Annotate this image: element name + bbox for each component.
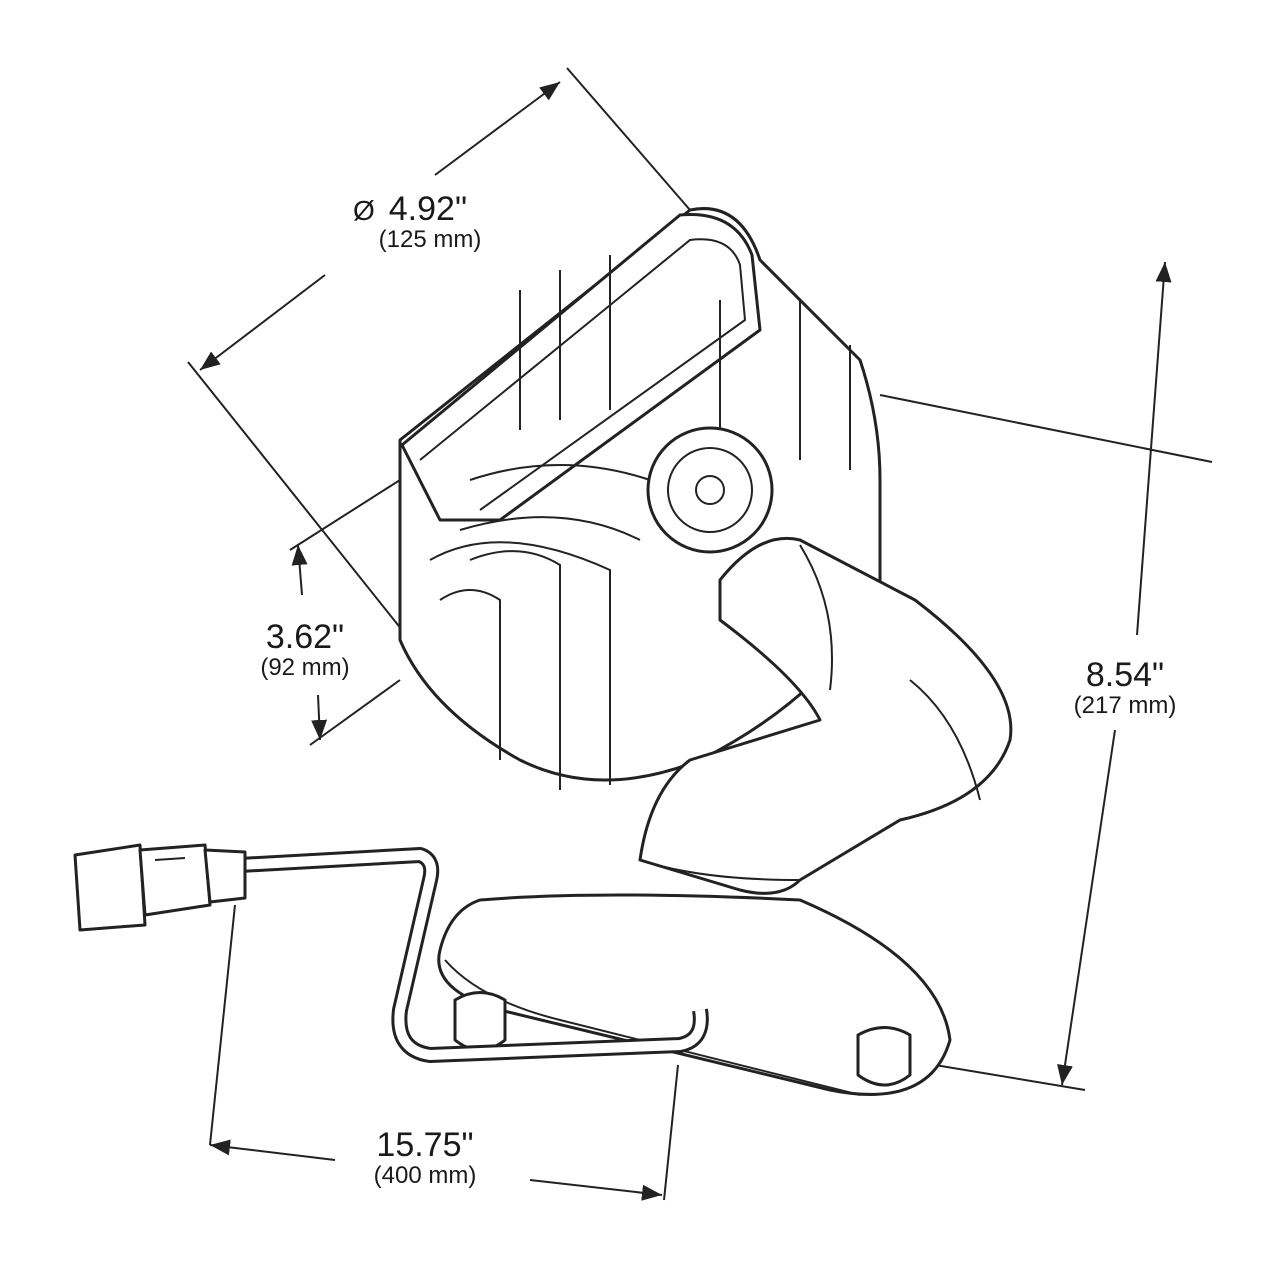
height-dimension-lines (879, 261, 1213, 1091)
cable (239, 847, 709, 1063)
height-metric: (217 mm) (1073, 692, 1177, 719)
cable-dimension-lines (209, 904, 679, 1201)
depth-metric: (92 mm) (260, 654, 350, 681)
diameter-dimension-lines (187, 67, 691, 631)
diameter-imperial: 4.92" (388, 190, 468, 228)
cooling-fins (429, 255, 851, 790)
mounting-base (437, 893, 952, 1096)
height-label: 8.54" (217 mm) (1045, 658, 1205, 718)
nut-right (856, 1026, 912, 1087)
cable-metric: (400 mm) (373, 1162, 477, 1189)
depth-dimension-lines (289, 479, 401, 746)
diameter-symbol: Ø (352, 195, 375, 226)
height-imperial: 8.54" (1085, 656, 1165, 694)
diameter-metric: (125 mm) (378, 226, 482, 253)
connector (73, 843, 247, 932)
mount-arm (638, 536, 1013, 895)
depth-imperial: 3.62" (265, 618, 345, 656)
nut-left (453, 991, 507, 1052)
depth-label: 3.62" (92 mm) (225, 620, 385, 680)
mount-boss (646, 426, 774, 554)
cable-length-label: 15.75" (400 mm) (345, 1128, 505, 1188)
diameter-label: Ø 4.92" (125 mm) (310, 192, 510, 252)
cable-imperial: 15.75" (376, 1126, 474, 1164)
